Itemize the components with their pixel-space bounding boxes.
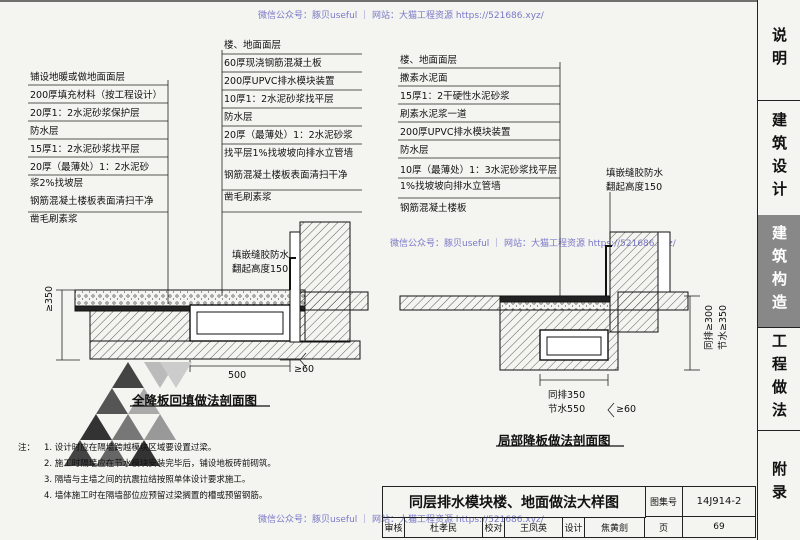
right-layer-9: 钢筋混凝土楼板 [400, 203, 467, 214]
left-a-layer-6: 20厚（最薄处）1：2水泥砂 [30, 162, 150, 173]
left-a-layer-7: 浆2%找坡层 [30, 178, 84, 189]
left-a-layer-2: 200厚填充材料（按工程设计） [30, 90, 163, 101]
left-b-layer-2: 60厚现浇钢筋混凝土板 [224, 58, 322, 69]
right-dim-vertical-1: 同排≥300 [704, 304, 715, 350]
left-dim-width: 500 [228, 370, 247, 381]
review-label: 审核 [383, 517, 405, 537]
notes-label: 注： [18, 443, 36, 453]
page-number: 69 [713, 522, 725, 532]
left-a-layer-1: 铺设地暖或做地面面层 [30, 72, 126, 83]
left-dimensions [56, 289, 307, 372]
watermark-mid: 微信公众号：豚贝useful ｜ 网站：大猫工程资源 https://52168… [390, 239, 676, 249]
right-layer-2: 撒素水泥面 [400, 73, 448, 84]
right-dim-wall: ≥60 [616, 404, 637, 415]
sidebar-label-explanation: 说明 [770, 27, 788, 73]
reviewer-name: 杜孝民 [405, 517, 483, 537]
right-layer-5: 200厚UPVC排水模块装置 [400, 127, 511, 138]
right-layer-8: 1%找坡坡向排水立管墙 [400, 181, 501, 192]
right-layer-3: 15厚1：2干硬性水泥砂浆 [400, 91, 510, 102]
right-layer-1: 楼、地面面层 [400, 55, 458, 66]
left-a-layer-3: 20厚1：2水泥砂浆保护层 [30, 108, 140, 119]
note-item-3: 3. 隔墙与主墙之间的抗震拉结按照单体设计要求施工。 [44, 475, 251, 485]
note-item-1: 1. 设计时应在隔墙跨越模块区域要设置过梁。 [44, 443, 217, 453]
right-layer-7: 10厚（最薄处）1：3水泥砂浆找平层 [400, 165, 558, 176]
atlas-number: 14J914-2 [683, 487, 755, 517]
right-flashing-note-2: 翻起高度150 [606, 182, 663, 193]
note-item-4: 4. 墙体施工时在隔墙部位应预留过梁搁置的槽或预留钢筋。 [44, 491, 268, 501]
left-section [74, 221, 369, 360]
sidebar-item-methods[interactable]: 工程做法 [758, 327, 800, 431]
checker-name: 王凤英 [505, 517, 563, 537]
left-a-layer-4: 防水层 [30, 126, 59, 137]
sidebar-label-design: 建筑设计 [770, 111, 788, 204]
left-flashing-note-2: 翻起高度150 [232, 264, 289, 275]
watermark-top: 微信公众号：豚贝useful ｜ 网站：大猫工程资源 https://52168… [258, 11, 544, 21]
right-dim-bottom-1: 同排350 [548, 390, 586, 401]
right-layer-6: 防水层 [400, 145, 429, 156]
right-dimensions [539, 295, 700, 418]
left-b-layer-6: 20厚（最薄处）1：2水泥砂浆 [224, 130, 353, 141]
left-dim-height: ≥350 [44, 285, 55, 312]
left-b-layer-3: 200厚UPVC排水模块装置 [224, 76, 335, 87]
sidebar-label-construction: 建筑构造 [770, 225, 788, 317]
left-caption: 全降板回填做法剖面图 [132, 393, 258, 408]
sidebar-item-appendix[interactable]: 附录 [758, 430, 800, 538]
notes-list: 1. 设计时应在隔墙跨越模块区域要设置过梁。 2. 施工时隔墙应在节水模块安装完… [44, 440, 374, 504]
left-b-layer-7: 找平层1%找坡坡向排水立管墙 [224, 148, 354, 159]
right-flashing-note-1: 填嵌缝胶防水 [606, 168, 664, 179]
left-b-layer-4: 10厚1：2水泥砂浆找平层 [224, 94, 334, 105]
left-a-layer-9: 凿毛刷素浆 [30, 214, 78, 225]
check-label: 校对 [483, 517, 505, 537]
right-caption: 局部降板做法剖面图 [498, 433, 611, 448]
note-item-2: 2. 施工时隔墙应在节水模块安装完毕后，铺设地板砖前砌筑。 [44, 459, 276, 469]
left-dim-wall: ≥60 [294, 364, 315, 375]
drawing-title: 同层排水模块楼、地面做法大样图 [383, 487, 646, 518]
left-flashing-note-1: 填嵌缝胶防水 [232, 250, 290, 261]
sidebar-item-explanation[interactable]: 说明 [758, 0, 800, 101]
left-a-layer-5: 15厚1：2水泥砂浆找平层 [30, 144, 140, 155]
right-dim-vertical-2: 节水≥350 [718, 304, 729, 350]
right-section [399, 231, 689, 371]
design-label: 设计 [563, 517, 585, 537]
left-b-layer-1: 楼、地面面层 [224, 40, 282, 51]
sidebar-label-appendix: 附录 [770, 461, 788, 507]
left-leader-lines [28, 50, 362, 304]
right-leader-lines [398, 62, 611, 300]
watermark-bottom: 微信公众号：豚贝useful ｜ 网站：大猫工程资源 https://52168… [258, 515, 544, 525]
page-label: 页 [645, 517, 683, 537]
designer-name: 焦黄劍 [585, 517, 645, 537]
sidebar-item-construction[interactable]: 建筑构造 [758, 215, 800, 328]
sidebar-item-design[interactable]: 建筑设计 [758, 100, 800, 216]
left-b-layer-9: 凿毛刷素浆 [224, 192, 272, 203]
sidebar-label-methods: 工程做法 [770, 332, 788, 425]
title-block: 同层排水模块楼、地面做法大样图 图集号 14J914-2 审核 杜孝民 校对 王… [382, 486, 756, 538]
atlas-label: 图集号 [645, 487, 683, 517]
triangle-logo [64, 362, 192, 466]
chapter-sidebar: 说明 建筑设计 建筑构造 工程做法 附录 [757, 0, 800, 540]
right-layer-4: 刷素水泥浆一道 [400, 109, 467, 120]
right-dim-bottom-2: 节水550 [548, 404, 586, 415]
left-b-layer-5: 防水层 [224, 112, 253, 123]
left-b-layer-8: 钢筋混凝土楼板表面清扫干净 [224, 170, 348, 181]
left-a-layer-8: 钢筋混凝土楼板表面清扫干净 [30, 196, 154, 207]
